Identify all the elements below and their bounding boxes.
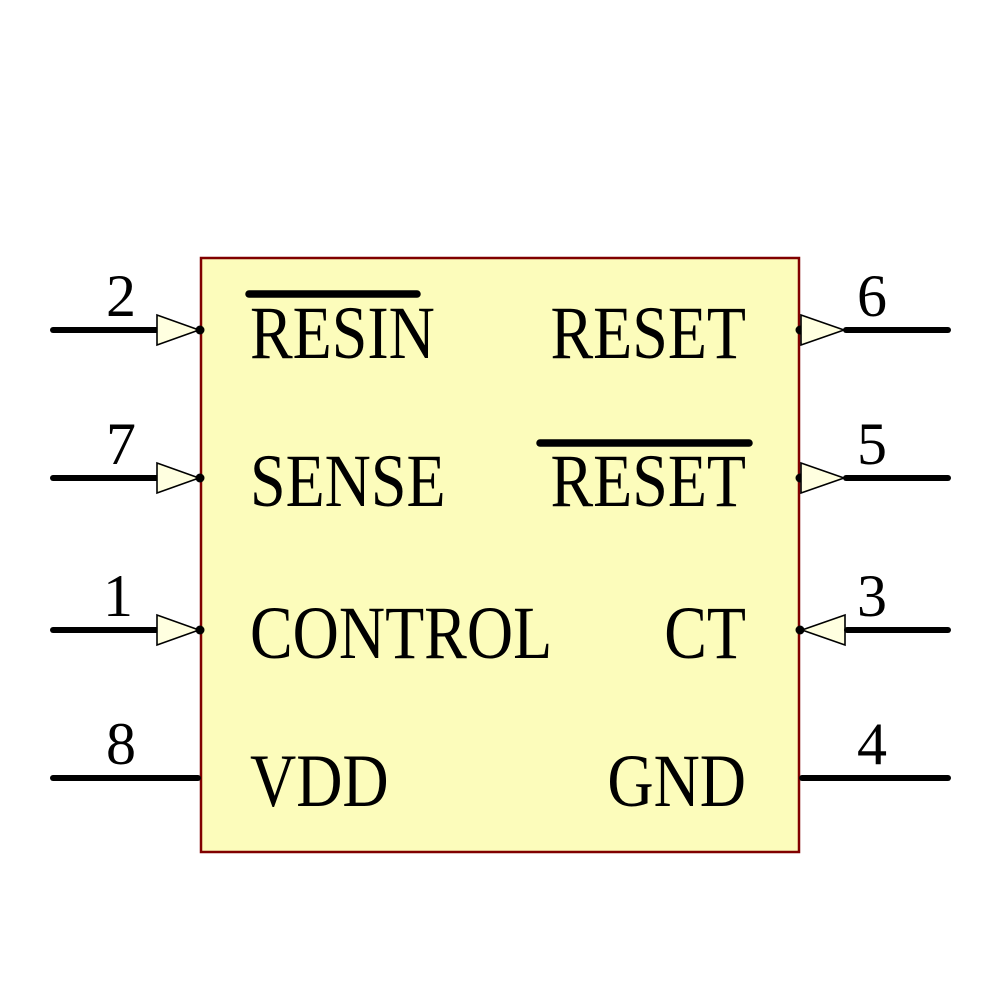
- pin-6-output-arrow-icon: [800, 313, 847, 347]
- pin-7[interactable]: 7: [50, 411, 205, 495]
- pin-1-connection-dot: [195, 625, 205, 635]
- pin-4-label: GND: [607, 740, 746, 823]
- pin-5-label: RESET: [550, 440, 746, 523]
- pin-2-label-group: RESIN: [250, 292, 435, 375]
- pin-4-number: 4: [857, 711, 887, 777]
- pin-8-label: VDD: [250, 740, 389, 823]
- pin-1-input-arrow-icon: [156, 613, 202, 647]
- ic-body[interactable]: [199, 256, 801, 854]
- pin-5[interactable]: 5: [795, 411, 951, 495]
- pin-3-label: CT: [664, 592, 746, 675]
- pin-2-input-arrow-icon: [156, 313, 202, 347]
- pin-8-label-group: VDD: [250, 740, 389, 823]
- pin-7-number: 7: [106, 411, 136, 477]
- pin-2[interactable]: 2: [50, 263, 205, 347]
- pin-3-input-arrow-icon: [799, 613, 846, 647]
- pin-4[interactable]: 4: [799, 711, 951, 781]
- pin-6-number: 6: [857, 263, 887, 329]
- pin-8-number: 8: [106, 711, 136, 777]
- pin-6-label: RESET: [550, 292, 746, 375]
- pin-2-connection-dot: [195, 325, 205, 335]
- pin-2-label: RESIN: [250, 292, 435, 375]
- pin-1-label-group: CONTROL: [250, 592, 552, 675]
- pin-7-label-group: SENSE: [250, 440, 446, 523]
- pin-1-number: 1: [103, 563, 133, 629]
- pin-2-number: 2: [106, 263, 136, 329]
- pin-1-label: CONTROL: [250, 592, 552, 675]
- pin-4-label-group: GND: [607, 740, 746, 823]
- pin-5-label-group: RESET: [550, 440, 746, 523]
- pin-7-input-arrow-icon: [156, 461, 202, 495]
- pin-5-output-arrow-icon: [800, 461, 847, 495]
- pin-6[interactable]: 6: [795, 263, 951, 347]
- pin-3-number: 3: [857, 563, 887, 629]
- pin-1[interactable]: 1: [50, 563, 205, 647]
- pin-3[interactable]: 3: [795, 563, 951, 647]
- pin-3-label-group: CT: [664, 592, 746, 675]
- pin-6-label-group: RESET: [550, 292, 746, 375]
- pin-7-label: SENSE: [250, 440, 446, 523]
- pin-5-number: 5: [857, 411, 887, 477]
- pin-7-connection-dot: [195, 473, 205, 483]
- pin-8[interactable]: 8: [50, 711, 201, 781]
